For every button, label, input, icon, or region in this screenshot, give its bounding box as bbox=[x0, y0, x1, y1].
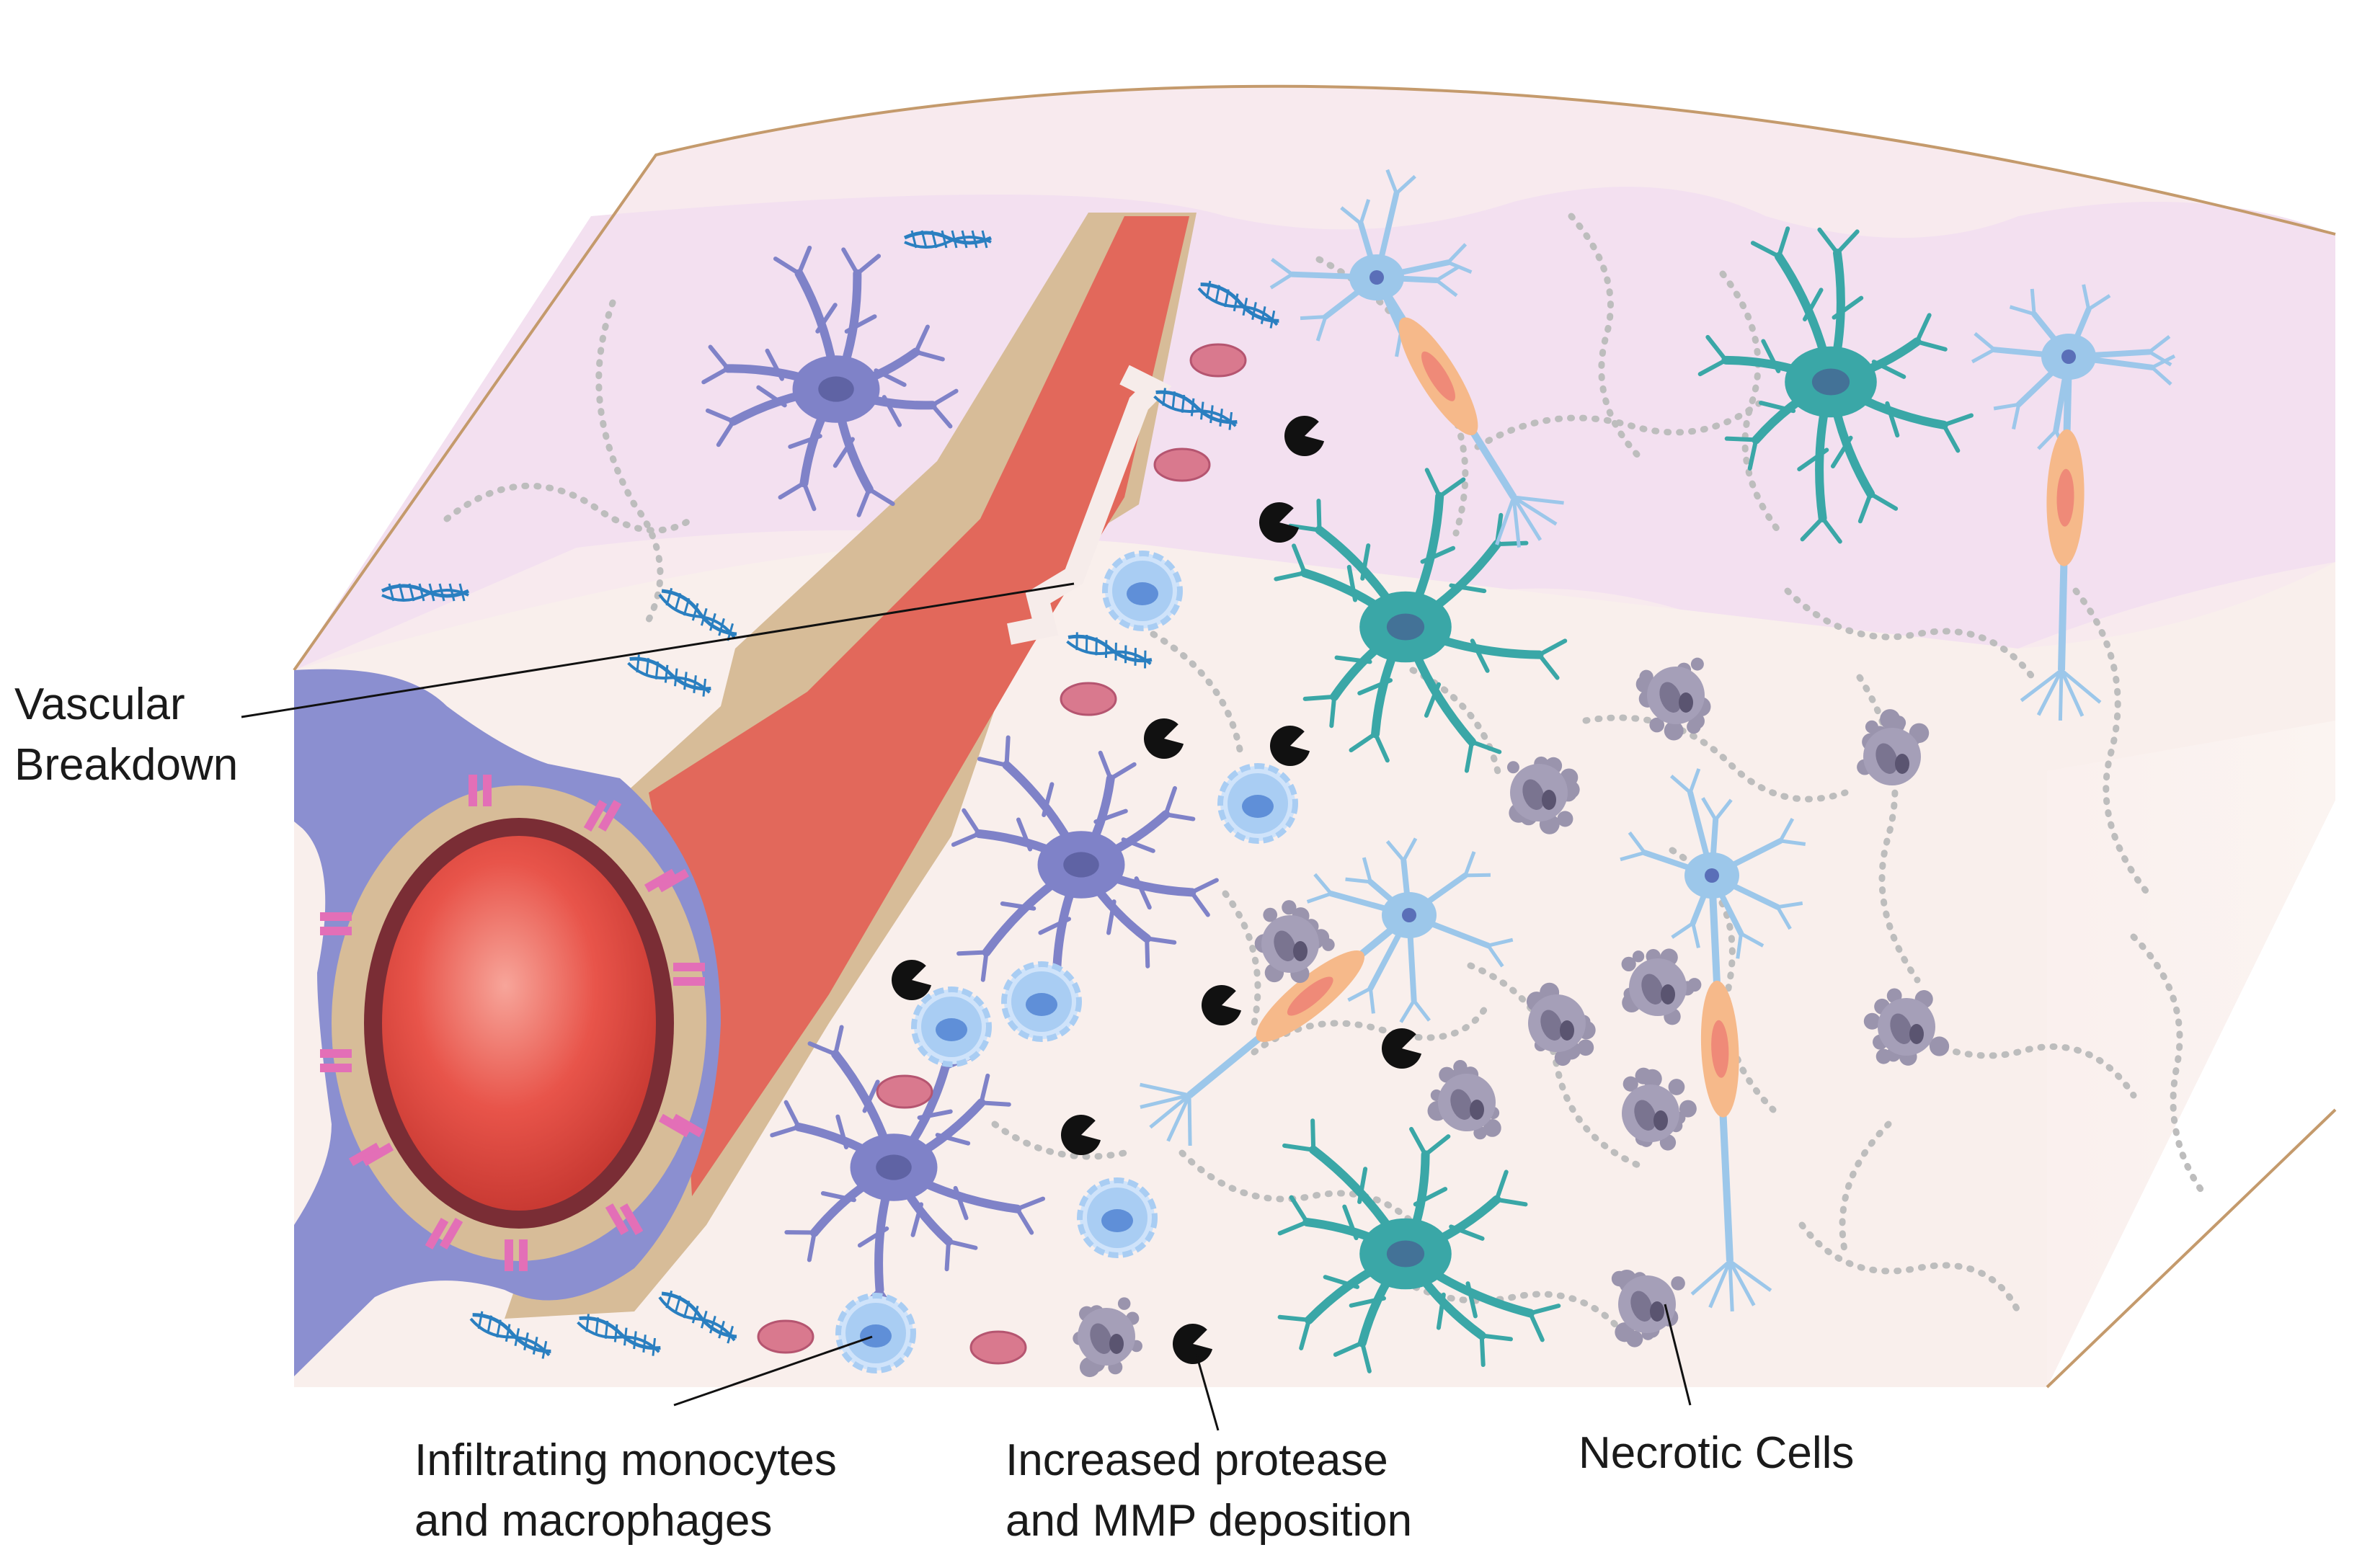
red-blood-cell bbox=[877, 1076, 932, 1108]
protease-label-line2: and MMP deposition bbox=[1006, 1491, 1412, 1551]
vascular-breakdown-label: Vascular Breakdown bbox=[14, 674, 238, 796]
monocyte bbox=[1105, 553, 1180, 628]
red-blood-cell bbox=[1155, 449, 1209, 481]
monocyte bbox=[914, 989, 989, 1064]
monocyte bbox=[838, 1296, 913, 1371]
vascular-label-line1: Vascular bbox=[14, 674, 238, 735]
monocyte bbox=[1004, 964, 1079, 1039]
protease-label: Increased protease and MMP deposition bbox=[1006, 1430, 1412, 1551]
red-blood-cell bbox=[971, 1332, 1026, 1363]
protease-label-line1: Increased protease bbox=[1006, 1430, 1412, 1491]
red-blood-cell bbox=[1061, 683, 1116, 715]
necrotic-label-line1: Necrotic Cells bbox=[1579, 1423, 1854, 1484]
vessel-lumen bbox=[382, 836, 656, 1211]
monocytes-label-line1: Infiltrating monocytes bbox=[414, 1430, 837, 1491]
red-blood-cell bbox=[1191, 344, 1246, 376]
vascular-label-line2: Breakdown bbox=[14, 735, 238, 796]
monocytes-label: Infiltrating monocytes and macrophages bbox=[414, 1430, 837, 1551]
red-blood-cell bbox=[758, 1321, 813, 1353]
monocyte bbox=[1080, 1180, 1155, 1255]
necrotic-cells-label: Necrotic Cells bbox=[1579, 1423, 1854, 1484]
monocytes-label-line2: and macrophages bbox=[414, 1491, 837, 1551]
monocyte bbox=[1220, 766, 1295, 841]
